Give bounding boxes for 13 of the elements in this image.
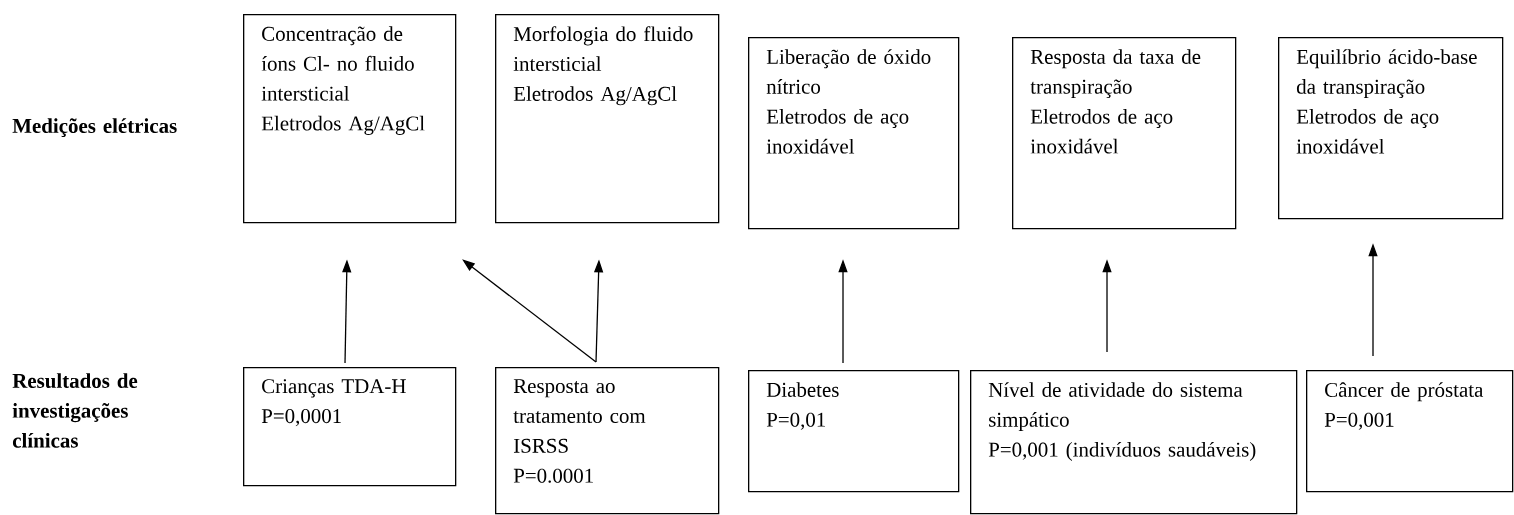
row-label: Medições elétricas (12, 118, 177, 138)
box: Equilíbrio ácido-base da transpiração Eletrodos de aço inoxidável (1278, 37, 1504, 220)
box: Morfologia do fluido intersticial Eletrodos Ag/AgCl (495, 14, 720, 224)
box: Concentração de íons Cl- no fluido intersticial Eletrodos Ag/AgCl (243, 14, 457, 224)
box: Liberação de óxido nítrico Eletrodos de aço inoxidável (748, 37, 960, 230)
box: Câncer de próstata P=0,001 (1306, 370, 1514, 493)
box: Diabetes P=0,01 (748, 370, 960, 493)
box: Resposta ao tratamento com ISRSS P=0.0001 (495, 367, 720, 515)
arrow (462, 259, 597, 363)
box: Crianças TDA-H P=0,0001 (243, 367, 457, 487)
box: Resposta da taxa de transpiração Eletrodos de aço inoxidável (1012, 37, 1237, 230)
box: Nível de atividade do sistema simpático P=0,001 (indivíduos saudáveis) (970, 370, 1298, 515)
row-label: Resultados de investigações clínicas (12, 373, 138, 448)
